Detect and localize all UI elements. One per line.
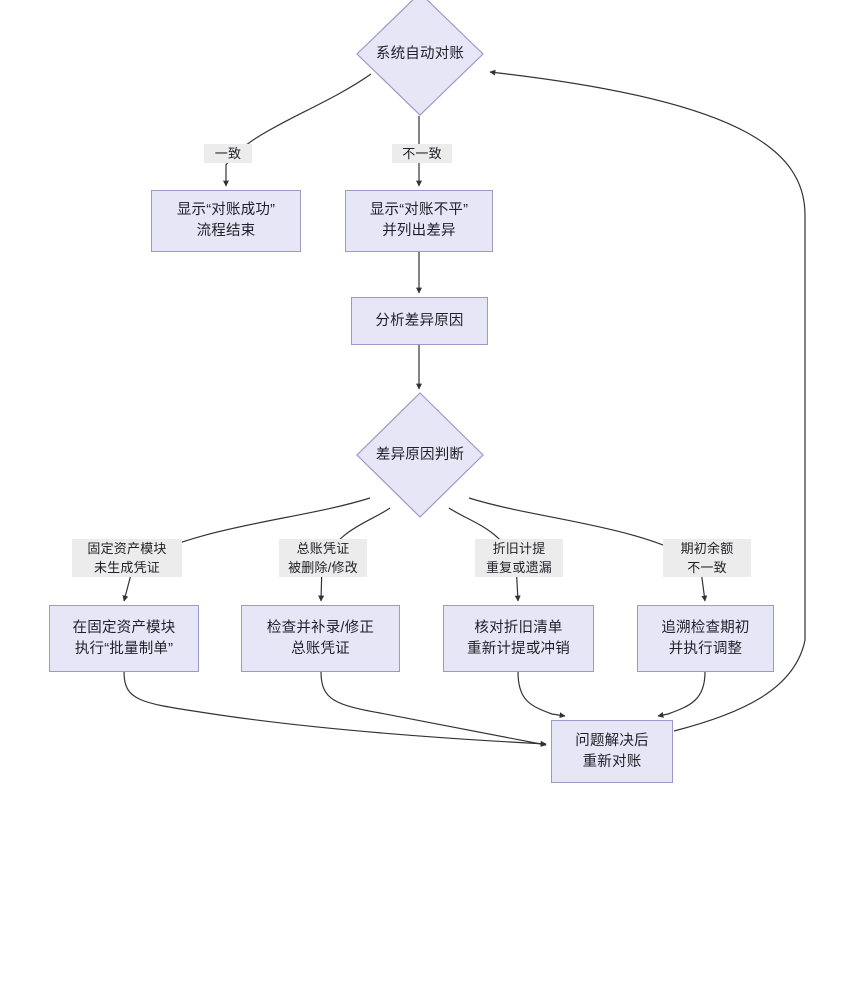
edge-auto-recon-to-success (223, 73, 372, 187)
edge-label-no-match: 不一致 (392, 144, 452, 163)
node-check-depreciation[interactable]: 核对折旧清单 重新计提或冲销 (443, 605, 594, 672)
node-analyze-diff[interactable]: 分析差异原因 (351, 297, 488, 345)
node-recon-success[interactable]: 显示“对账成功” 流程结束 (151, 190, 301, 252)
node-fa-batch-voucher[interactable]: 在固定资产模块 执行“批量制单” (49, 605, 199, 672)
node-re-reconcile-label: 问题解决后 重新对账 (575, 732, 649, 770)
node-check-depreciation-label: 核对折旧清单 重新计提或冲销 (467, 619, 570, 657)
node-trace-opening[interactable]: 追溯检查期初 并执行调整 (637, 605, 774, 672)
edge-label-branch-opening: 期初余额 不一致 (663, 539, 751, 577)
diamond-shape (356, 392, 484, 518)
edge-label-branch-gl: 总账凭证 被删除/修改 (279, 539, 367, 577)
edge-label-branch-dep: 折旧计提 重复或遗漏 (475, 539, 563, 577)
node-fa-batch-voucher-label: 在固定资产模块 执行“批量制单” (72, 619, 176, 657)
edge-opening-to-re-reconcile (657, 671, 706, 718)
edge-dep-to-re-reconcile (517, 671, 566, 719)
node-recon-unbalanced-label: 显示“对账不平” 并列出差异 (369, 202, 469, 239)
edge-fa-to-re-reconcile (123, 671, 547, 747)
edge-label-yes-match: 一致 (204, 144, 252, 163)
diamond-shape (356, 0, 484, 116)
node-re-reconcile[interactable]: 问题解决后 重新对账 (551, 720, 673, 783)
node-check-gl-voucher[interactable]: 检查并补录/修正 总账凭证 (241, 605, 400, 672)
node-trace-opening-label: 追溯检查期初 并执行调整 (661, 619, 750, 657)
node-diff-reason-judge[interactable]: 差异原因判断 (356, 392, 484, 518)
edge-label-branch-fa: 固定资产模块 未生成凭证 (72, 539, 182, 577)
node-check-gl-voucher-label: 检查并补录/修正 总账凭证 (266, 619, 375, 657)
node-auto-recon[interactable]: 系统自动对账 (356, 0, 484, 116)
edge-re-reconcile-to-auto-recon (489, 69, 806, 732)
edge-gl-to-re-reconcile (320, 671, 547, 747)
node-recon-success-label: 显示“对账成功” 流程结束 (176, 202, 276, 239)
node-recon-unbalanced[interactable]: 显示“对账不平” 并列出差异 (345, 190, 493, 252)
node-analyze-diff-label: 分析差异原因 (375, 312, 464, 329)
